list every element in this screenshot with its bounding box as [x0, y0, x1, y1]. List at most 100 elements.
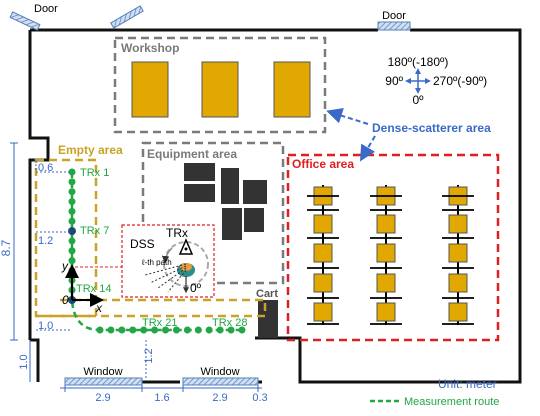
dim-top-offset: 0.6: [38, 162, 53, 174]
dense-arrow-workshop: [326, 107, 369, 125]
route-point: [68, 217, 76, 225]
dense-arrow-office: [359, 135, 376, 162]
dim-left-offset: 1.2: [38, 235, 53, 247]
dim-w2: 1.6: [154, 392, 169, 404]
route-point: [68, 178, 76, 186]
door-top-left: [9, 11, 41, 31]
axis-origin-label: 0: [62, 293, 69, 307]
dim-vert-mid: 1.2: [143, 348, 155, 363]
inset-dss: DSS: [130, 237, 155, 251]
route-point: [183, 326, 191, 334]
office-desk: [313, 243, 333, 263]
door-label-right: Door: [382, 10, 406, 22]
compass-down: 0º: [412, 93, 424, 107]
route-point: [68, 168, 76, 176]
inset-angle: 0º: [190, 281, 202, 295]
antenna-pattern-core: [180, 263, 192, 271]
dim-w1: 2.9: [95, 392, 110, 404]
door-top-right: [377, 21, 411, 31]
equipment-block: [221, 168, 239, 204]
dim-vert-left: 1.0: [18, 354, 30, 369]
equipment-block: [222, 208, 242, 240]
office-desk: [448, 302, 468, 322]
trx-icon: [178, 238, 194, 255]
window-left: [64, 377, 143, 386]
workshop-table: [131, 61, 169, 118]
route-point: [162, 326, 170, 334]
door-label-left: Door: [34, 3, 58, 15]
empty-label: Empty area: [58, 143, 123, 157]
office-label: Office area: [292, 157, 354, 171]
route-point: [216, 326, 224, 334]
dim-w3: 2.9: [212, 392, 227, 404]
dense-label: Dense-scatterer area: [372, 121, 491, 135]
axis-y-label: y: [61, 259, 69, 273]
route-point: [96, 326, 104, 334]
route-point: [68, 227, 76, 236]
workshop-area: [113, 36, 327, 134]
office-desk: [376, 243, 396, 263]
compass-right: 270º(-90º): [433, 74, 487, 88]
route-point: [68, 247, 76, 255]
trx-label-14: TRx 14: [76, 283, 111, 295]
route-point: [129, 326, 137, 334]
office-desk: [376, 302, 396, 322]
trx-label-21: TRx 21: [142, 317, 177, 329]
route-point: [238, 326, 246, 334]
route-point: [68, 207, 76, 215]
office-desk: [313, 273, 333, 293]
route-point: [172, 326, 180, 334]
empty-area: [34, 158, 98, 318]
office-desks: [307, 185, 474, 325]
office-desk: [376, 273, 396, 293]
equipment-block: [184, 163, 215, 181]
route-point: [68, 198, 76, 206]
compass-left: 90º: [385, 74, 403, 88]
route-point: [194, 326, 202, 334]
route-point: [107, 326, 115, 334]
dss-path-line: [167, 269, 187, 293]
window-right: [182, 377, 259, 386]
axis-x-label: x: [95, 301, 103, 315]
workshop-table: [201, 61, 239, 118]
window-label-left: Window: [83, 366, 122, 378]
trx-label-7: TRx 7: [80, 225, 109, 237]
equipment-block: [184, 184, 215, 202]
equipment-block: [244, 208, 264, 232]
dim-w4: 0.3: [252, 392, 267, 404]
rotation-arrow: [161, 247, 173, 264]
office-desk: [313, 214, 333, 234]
office-area: [286, 153, 500, 342]
workshop-table: [273, 61, 311, 118]
route-point: [68, 237, 76, 245]
dss-path-line: [157, 267, 187, 289]
inset-path: ℓ-th path: [141, 258, 172, 267]
cart: [258, 300, 278, 338]
route-point: [151, 326, 159, 334]
legend-route: Measurement route: [404, 396, 499, 408]
office-desk: [448, 243, 468, 263]
trx-label-1: TRx 1: [80, 167, 109, 179]
route-point: [68, 257, 76, 265]
equipment-block: [243, 180, 267, 204]
office-desk: [376, 214, 396, 234]
route-point: [205, 326, 213, 334]
route-point: [118, 326, 126, 334]
route-point: [227, 326, 235, 334]
cart-label: Cart: [256, 288, 278, 300]
trx-label-28: TRx 28: [212, 317, 247, 329]
window-label-right: Window: [200, 366, 239, 378]
dss-path-line: [144, 263, 187, 276]
equipment-area: [141, 141, 285, 285]
route-point: [68, 188, 76, 196]
workshop-label: Workshop: [121, 41, 179, 55]
office-desk: [448, 214, 468, 234]
dss-path-line: [149, 265, 187, 284]
office-desk: [313, 302, 333, 322]
trx-icon-dot: [184, 247, 188, 251]
dim-height: 8.7: [0, 239, 13, 256]
route-point: [140, 326, 148, 334]
dimension-lines: [10, 142, 262, 392]
equipment-label: Equipment area: [147, 147, 237, 161]
